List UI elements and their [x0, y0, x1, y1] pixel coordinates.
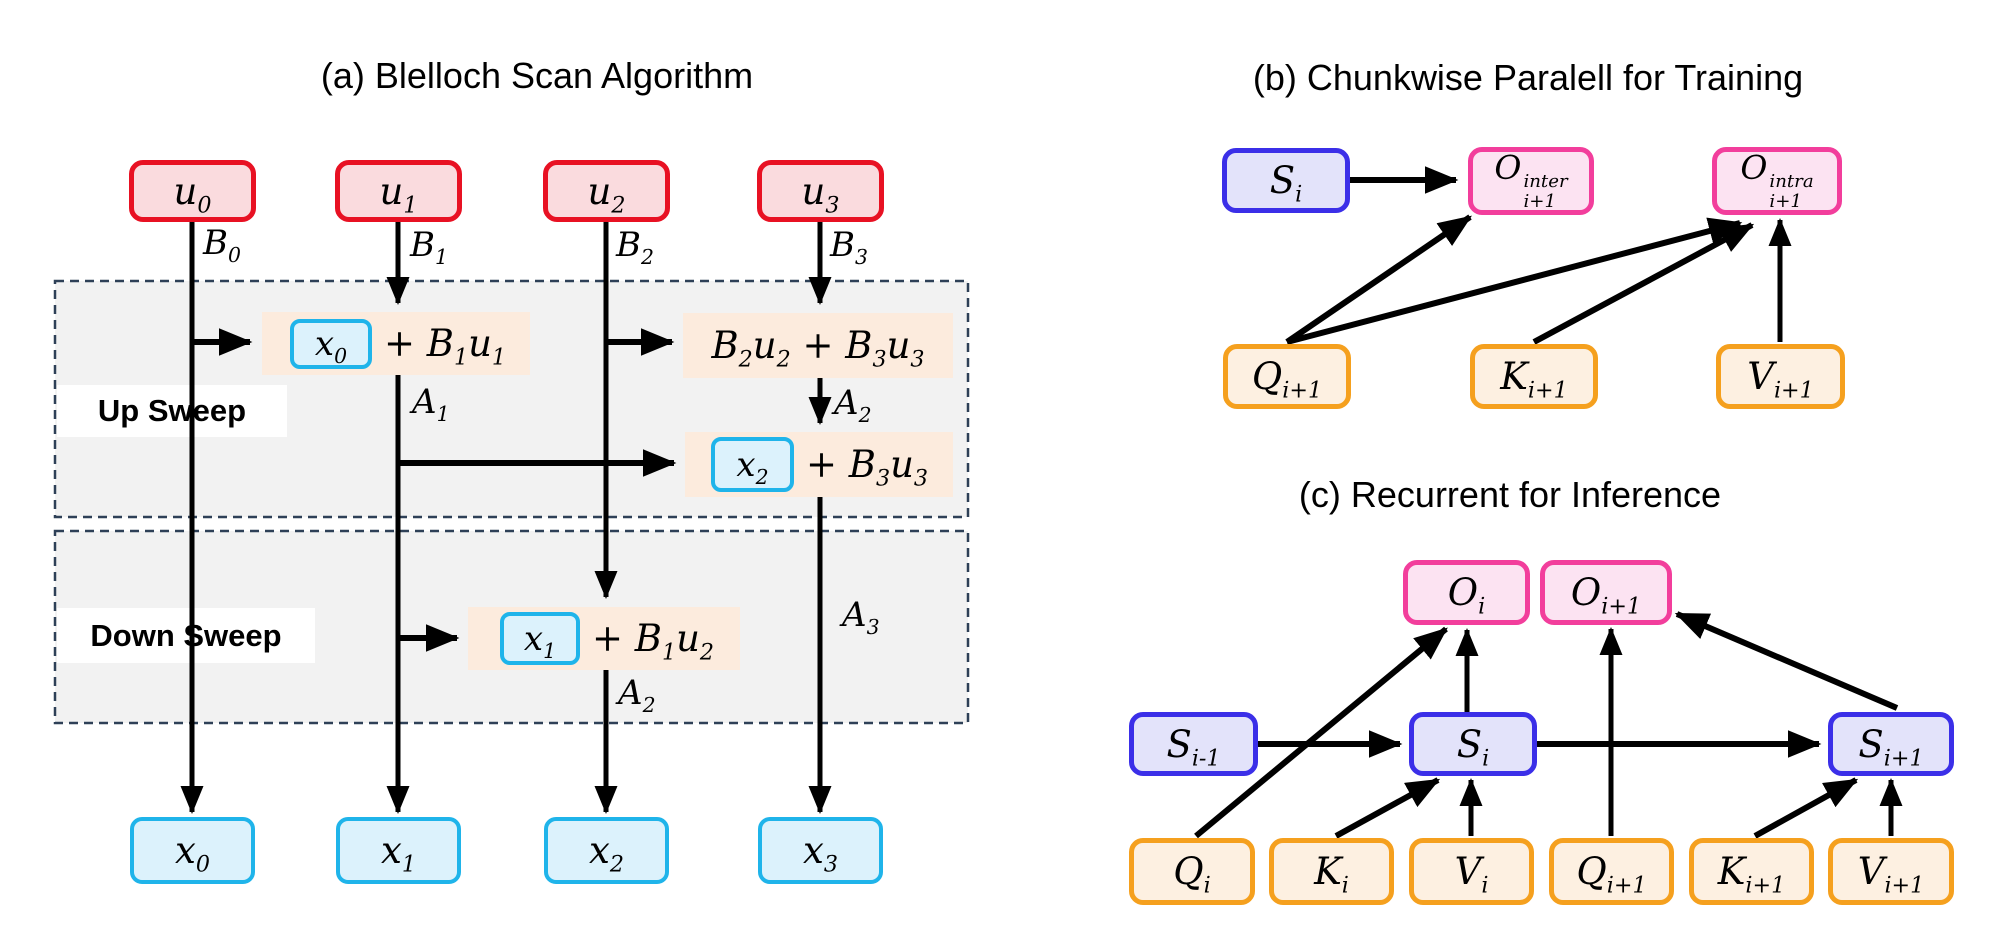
- node-x3: x3: [758, 817, 883, 884]
- expr-x2-plus-b3u3: x2 + B3u3: [685, 432, 953, 497]
- node-b-q-label: Qi+1: [1251, 355, 1323, 404]
- up-sweep-label: Up Sweep: [97, 393, 247, 428]
- edge-label-b1-text: B1: [410, 225, 448, 269]
- node-x0: x0: [130, 817, 255, 884]
- node-c-ki1-label: Ki+1: [1717, 850, 1786, 899]
- down-sweep-plate: Down Sweep: [57, 608, 315, 663]
- node-u0: u0: [129, 160, 256, 222]
- node-x2: x2: [544, 817, 669, 884]
- node-c-sprev-label: Si-1: [1166, 722, 1221, 771]
- node-c-vi-label: Vi: [1454, 850, 1489, 899]
- node-c-qi1-label: Qi+1: [1576, 850, 1647, 899]
- arrow-q-to-o-inter: [1285, 214, 1472, 345]
- node-x1: x1: [336, 817, 461, 884]
- node-c-ki: Ki: [1269, 838, 1394, 905]
- node-c-snext-label: Si+1: [1858, 722, 1924, 771]
- node-c-vi: Vi: [1409, 838, 1534, 905]
- arrow-ki-to-si: [1334, 777, 1441, 839]
- edge-label-b0: B0: [203, 223, 241, 267]
- expr-x1-plus-b1u2: x1 + B1u2: [468, 607, 740, 670]
- node-x2-label: x2: [589, 829, 624, 878]
- edge-label-b2: B2: [616, 225, 654, 269]
- node-b-si: Si: [1222, 148, 1350, 213]
- edge-label-a2-mid-text: A2: [618, 673, 656, 717]
- node-x3-label: x3: [803, 829, 838, 878]
- arrow-q-to-o-intra: [1286, 217, 1743, 345]
- node-c-vi1: Vi+1: [1828, 838, 1954, 905]
- edge-label-b3-text: B3: [830, 225, 868, 269]
- panel-b-title: (b) Chunkwise Paralell for Training: [1252, 57, 1804, 98]
- node-b-v: Vi+1: [1716, 344, 1845, 409]
- edge-label-a2-right-text: A2: [834, 383, 872, 427]
- node-c-ki-label: Ki: [1314, 850, 1349, 899]
- edge-label-a2-right: A2: [834, 383, 872, 427]
- node-u0-label: u0: [173, 169, 212, 218]
- node-x0-label: x0: [175, 829, 210, 878]
- chip-x0: x0: [290, 318, 372, 369]
- node-c-vi1-label: Vi+1: [1857, 850, 1925, 899]
- expr-x1-rest: + B1u2: [592, 617, 715, 666]
- node-x1-label: x1: [381, 829, 416, 878]
- down-sweep-label: Down Sweep: [90, 617, 282, 653]
- edge-label-b3: B3: [830, 225, 868, 269]
- edge-label-b0-text: B0: [203, 223, 241, 267]
- node-c-snext: Si+1: [1828, 712, 1954, 776]
- node-b-q: Qi+1: [1223, 344, 1351, 409]
- expr-x0-plus-b1u1: x0 + B1u1: [262, 312, 530, 375]
- node-u1-label: u1: [379, 169, 418, 218]
- edge-label-a3: A3: [842, 595, 880, 639]
- chip-x0-label: x0: [314, 323, 348, 368]
- node-c-qi: Qi: [1129, 838, 1255, 905]
- node-c-oi: Oi: [1403, 560, 1530, 625]
- edge-label-a1-text: A1: [412, 382, 450, 426]
- node-c-si: Si: [1409, 712, 1537, 776]
- edge-label-a3-text: A3: [842, 595, 880, 639]
- chip-x1: x1: [500, 612, 580, 665]
- edge-label-b1: B1: [410, 225, 448, 269]
- chip-x2: x2: [711, 437, 794, 492]
- node-c-oi-label: Oi: [1447, 571, 1486, 620]
- node-u3-label: u3: [801, 169, 840, 218]
- node-b-k-label: Ki+1: [1500, 355, 1568, 404]
- chip-x1-label: x1: [523, 618, 557, 663]
- node-c-si-label: Si: [1456, 722, 1490, 771]
- chip-x2-label: x2: [736, 444, 769, 489]
- panel-a-title: (a) Blelloch Scan Algorithm: [320, 55, 754, 96]
- edge-label-a2-mid: A2: [618, 673, 656, 717]
- expr-b2u2-plus-b3u3: B2u2 + B3u3: [683, 313, 953, 378]
- arrow-snext-to-oi1: [1674, 611, 1899, 711]
- node-u3: u3: [757, 160, 884, 222]
- arrow-k-to-o-intra: [1532, 222, 1755, 345]
- node-c-oi1: Oi+1: [1540, 560, 1672, 625]
- expr-x2-rest: + B3u3: [806, 443, 929, 492]
- node-c-oi1-label: Oi+1: [1570, 571, 1642, 620]
- edge-label-a1: A1: [412, 382, 450, 426]
- node-c-qi-label: Qi: [1173, 850, 1211, 899]
- node-b-k: Ki+1: [1470, 344, 1598, 409]
- node-c-ki1: Ki+1: [1689, 838, 1814, 905]
- arrow-ki1-to-snext: [1753, 777, 1859, 839]
- node-b-si-label: Si: [1269, 159, 1303, 208]
- panel-c-title: (c) Recurrent for Inference: [1298, 474, 1722, 515]
- expr-b2u2-label: B2u2 + B3u3: [711, 324, 925, 373]
- node-u2-label: u2: [587, 169, 626, 218]
- up-sweep-plate: Up Sweep: [57, 385, 287, 437]
- edge-label-b2-text: B2: [616, 225, 654, 269]
- node-c-sprev: Si-1: [1129, 712, 1258, 776]
- node-c-qi1: Qi+1: [1549, 838, 1674, 905]
- node-u1: u1: [335, 160, 462, 222]
- expr-x0-rest: + B1u1: [384, 322, 507, 371]
- node-u2: u2: [543, 160, 670, 222]
- node-b-v-label: Vi+1: [1747, 355, 1814, 404]
